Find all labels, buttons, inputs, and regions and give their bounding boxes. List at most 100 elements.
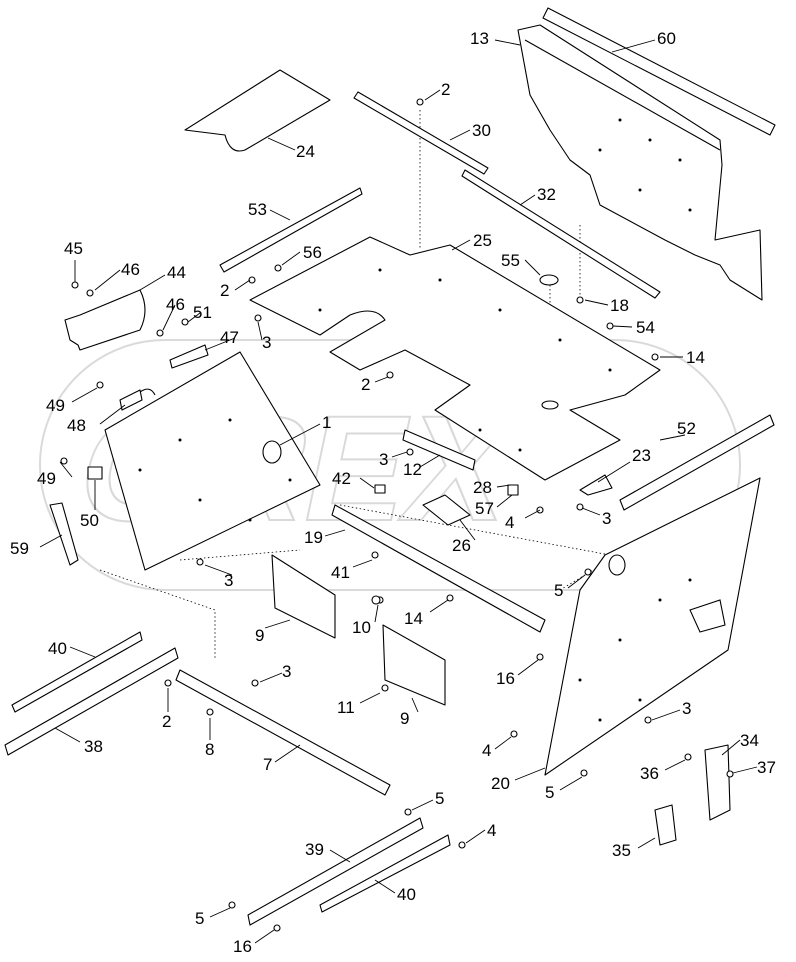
callout-25: 25 xyxy=(473,231,492,250)
part-40-strip-left xyxy=(11,631,143,713)
callout-14: 14 xyxy=(686,348,705,367)
callout-49: 49 xyxy=(37,469,56,488)
callout-2: 2 xyxy=(361,375,370,394)
callout-4: 4 xyxy=(505,513,514,532)
part-24-plate xyxy=(184,69,331,152)
callout-18: 18 xyxy=(610,296,629,315)
callout-36: 36 xyxy=(640,764,659,783)
callout-41: 41 xyxy=(331,563,350,582)
callout-57: 57 xyxy=(475,499,494,518)
part-52-strip xyxy=(619,414,775,511)
callout-3: 3 xyxy=(602,509,611,528)
callout-56: 56 xyxy=(303,243,322,262)
callout-60: 60 xyxy=(657,29,676,48)
part-47-bracket xyxy=(169,344,209,369)
part-34-bracket xyxy=(704,744,731,821)
callout-35: 35 xyxy=(612,841,631,860)
part-19-rail xyxy=(331,504,546,633)
callout-16: 16 xyxy=(496,669,515,688)
callout-44: 44 xyxy=(167,263,186,282)
callout-12: 12 xyxy=(403,460,422,479)
callout-4: 4 xyxy=(482,741,491,760)
callout-48: 48 xyxy=(67,416,86,435)
callout-54: 54 xyxy=(636,318,655,337)
callout-45: 45 xyxy=(64,239,83,258)
callout-10: 10 xyxy=(352,618,371,637)
callout-59: 59 xyxy=(10,539,29,558)
part-40-strip-bottom xyxy=(319,834,451,913)
part-13-rear-panel xyxy=(517,24,763,301)
part-32-strip xyxy=(461,169,661,299)
callout-5: 5 xyxy=(195,909,204,928)
callout-2: 2 xyxy=(220,281,229,300)
part-20-right-panel xyxy=(544,477,761,776)
callout-4: 4 xyxy=(487,821,496,840)
callout-3: 3 xyxy=(224,571,233,590)
callout-46: 46 xyxy=(121,260,140,279)
callout-38: 38 xyxy=(84,737,103,756)
callout-3: 3 xyxy=(682,699,691,718)
part-9-cover-left xyxy=(271,554,336,639)
callout-1: 1 xyxy=(322,413,331,432)
callout-7: 7 xyxy=(263,755,272,774)
callout-30: 30 xyxy=(472,121,491,140)
part-53-strip xyxy=(219,187,363,273)
part-48-clip xyxy=(119,388,156,411)
callout-13: 13 xyxy=(470,29,489,48)
callout-9: 9 xyxy=(400,709,409,728)
callout-20: 20 xyxy=(491,774,510,793)
part-30-strip xyxy=(353,91,489,175)
callout-2: 2 xyxy=(441,80,450,99)
callout-42: 42 xyxy=(332,469,351,488)
part-7-rail xyxy=(175,669,391,796)
fastener-markers xyxy=(60,98,734,932)
callout-28: 28 xyxy=(473,478,492,497)
callout-5: 5 xyxy=(554,581,563,600)
part-9-cover-right xyxy=(382,624,446,706)
callout-46: 46 xyxy=(166,295,185,314)
part-59-rod xyxy=(49,502,79,566)
part-55-grommet xyxy=(539,274,559,286)
callout-32: 32 xyxy=(537,185,556,204)
callout-55: 55 xyxy=(501,251,520,270)
callout-5: 5 xyxy=(545,783,554,802)
callout-51: 51 xyxy=(193,303,212,322)
callout-2: 2 xyxy=(162,712,171,731)
callout-19: 19 xyxy=(304,528,323,547)
callout-49: 49 xyxy=(46,396,65,415)
callout-labels: 13 60 2 30 24 32 53 25 45 46 44 56 55 2 … xyxy=(10,29,776,956)
part-44-cover xyxy=(64,289,146,351)
callout-52: 52 xyxy=(677,419,696,438)
part-38-strip xyxy=(4,647,179,756)
part-26-bracket xyxy=(422,494,471,526)
part-35-plate xyxy=(654,804,677,846)
callout-47: 47 xyxy=(220,328,239,347)
leader-lines xyxy=(39,39,758,944)
callout-26: 26 xyxy=(452,536,471,555)
part-39-strip xyxy=(247,817,424,926)
callout-3: 3 xyxy=(379,450,388,469)
callout-40: 40 xyxy=(397,885,416,904)
callout-3: 3 xyxy=(282,662,291,681)
part-1-left-panel xyxy=(104,351,321,571)
callout-14: 14 xyxy=(404,609,423,628)
part-25-floor-panel xyxy=(249,236,661,481)
callout-39: 39 xyxy=(305,840,324,859)
callout-34: 34 xyxy=(740,731,759,750)
callout-50: 50 xyxy=(80,511,99,530)
callout-24: 24 xyxy=(296,142,315,161)
callout-8: 8 xyxy=(205,740,214,759)
callout-5: 5 xyxy=(435,789,444,808)
callout-37: 37 xyxy=(757,758,776,777)
part-23-bracket xyxy=(579,474,613,496)
callout-11: 11 xyxy=(337,698,355,717)
callout-3: 3 xyxy=(262,333,271,352)
callout-16: 16 xyxy=(233,937,252,956)
part-60-top-rail xyxy=(542,7,776,136)
callout-53: 53 xyxy=(248,200,267,219)
callout-23: 23 xyxy=(632,446,651,465)
callout-9: 9 xyxy=(255,626,264,645)
part-12-rail xyxy=(402,429,476,471)
callout-40: 40 xyxy=(48,639,67,658)
